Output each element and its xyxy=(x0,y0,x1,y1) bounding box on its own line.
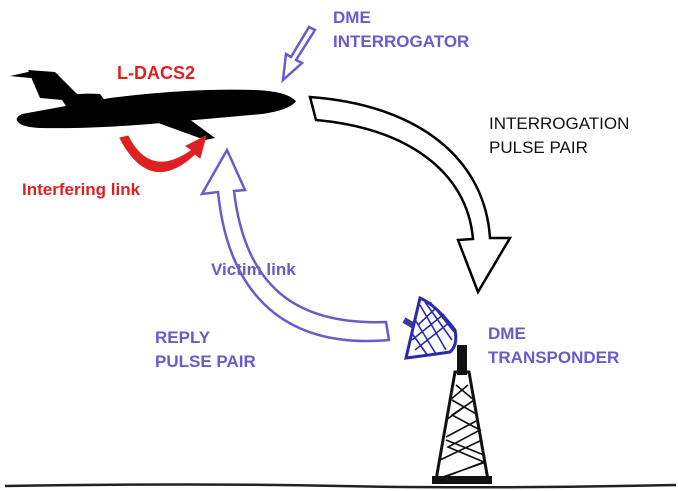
victim-link-arrow xyxy=(199,147,391,343)
dme-interrogator-line-1: DME xyxy=(333,8,371,27)
dme-tower-icon xyxy=(432,345,492,484)
reply-line-2: PULSE PAIR xyxy=(155,352,256,371)
interfering-link-label: Interfering link xyxy=(22,180,141,199)
ground-line xyxy=(4,483,677,489)
interrogation-line-2: PULSE PAIR xyxy=(489,138,588,157)
reply-line-1: REPLY xyxy=(155,328,211,347)
dme-interrogator-label: DME INTERROGATOR xyxy=(333,6,469,54)
dme-interrogator-line-2: INTERROGATOR xyxy=(333,32,470,51)
interrogation-arrow xyxy=(308,95,513,295)
interfering-link-arrow xyxy=(119,135,207,173)
reply-pulse-pair-label: REPLY PULSE PAIR xyxy=(155,326,256,374)
dme-transponder-label: DME TRANSPONDER xyxy=(488,322,619,370)
ldacs2-label: L-DACS2 xyxy=(117,63,196,83)
interrogation-pulse-pair-label: INTERROGATION PULSE PAIR xyxy=(489,112,629,160)
transponder-antenna-icon xyxy=(402,295,458,360)
dme-transponder-line-1: DME xyxy=(488,324,526,343)
aircraft-icon xyxy=(10,70,297,140)
dme-transponder-line-2: TRANSPONDER xyxy=(488,348,620,367)
victim-link-label: Victim link xyxy=(211,260,296,279)
interrogation-line-1: INTERROGATION xyxy=(489,114,630,133)
interrogator-arrow xyxy=(281,25,317,84)
